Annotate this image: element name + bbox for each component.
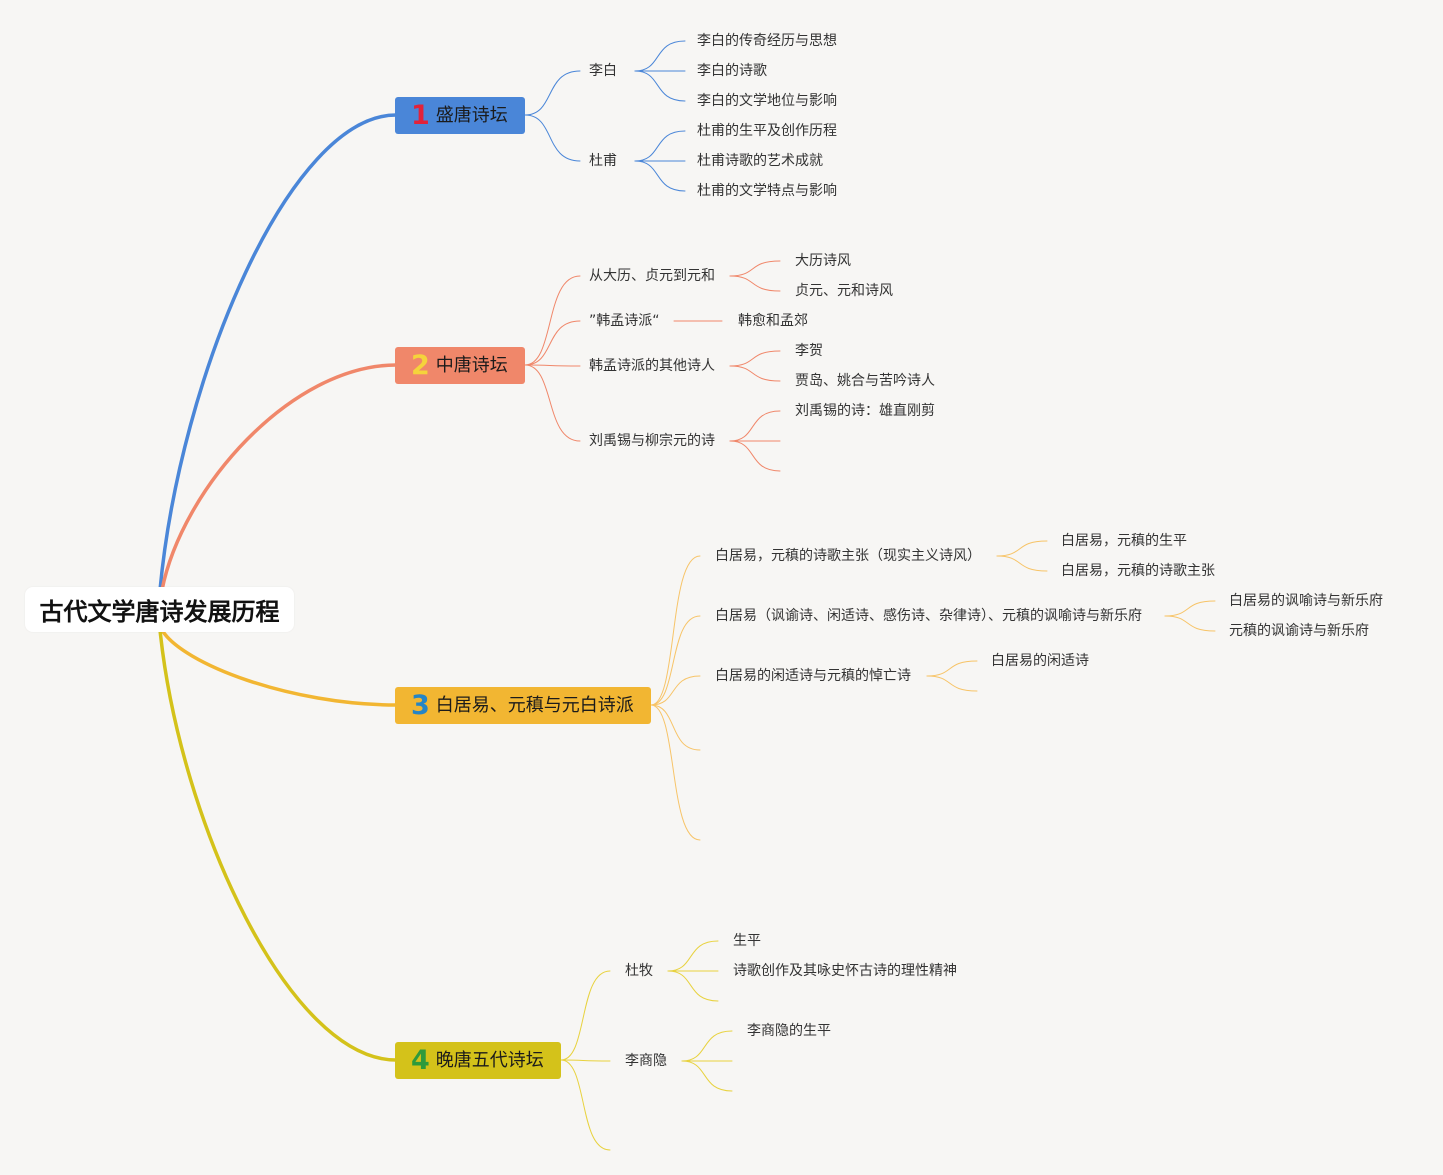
branch-1-number: 1 bbox=[411, 100, 430, 131]
leaf-topic[interactable]: 李白的诗歌 bbox=[697, 63, 767, 79]
root-link-2 bbox=[160, 363, 398, 592]
root-link-4 bbox=[158, 628, 398, 1062]
branch-4-topic[interactable]: 4 晚唐五代诗坛 bbox=[395, 1042, 561, 1079]
subtopic[interactable]: 白居易，元稹的诗歌主张（现实主义诗风） bbox=[715, 548, 981, 564]
branch-4-link bbox=[560, 1059, 611, 1151]
leaf-topic[interactable]: 李白的传奇经历与思想 bbox=[697, 33, 837, 49]
leaf-topic[interactable]: 刘禹锡的诗：雄直刚剪 bbox=[795, 403, 935, 419]
leaf-topic[interactable]: 李商隐的生平 bbox=[747, 1023, 831, 1039]
leaf-topic[interactable]: 贞元、元和诗风 bbox=[795, 283, 893, 299]
leaf-topic[interactable]: 韩愈和孟郊 bbox=[738, 313, 808, 329]
branch-2-link bbox=[524, 364, 581, 367]
sub-link bbox=[667, 940, 719, 972]
leaf-topic[interactable]: 杜甫诗歌的艺术成就 bbox=[697, 153, 823, 169]
branch-1-topic[interactable]: 1 盛唐诗坛 bbox=[395, 97, 525, 134]
branch-2-topic[interactable]: 2 中唐诗坛 bbox=[395, 347, 525, 384]
subtopic-li-bai[interactable]: 李白 bbox=[589, 63, 617, 79]
branch-3-link bbox=[650, 555, 701, 706]
sub-link bbox=[634, 130, 686, 162]
root-link-1 bbox=[158, 113, 398, 592]
leaf-topic[interactable]: 李白的文学地位与影响 bbox=[697, 93, 837, 109]
branch-3-link bbox=[650, 704, 701, 841]
branch-2-number: 2 bbox=[411, 350, 430, 381]
branch-3-label: 白居易、元稹与元白诗派 bbox=[435, 694, 634, 716]
leaf-topic[interactable]: 白居易，元稹的诗歌主张 bbox=[1061, 563, 1215, 579]
subtopic-du-fu[interactable]: 杜甫 bbox=[589, 153, 617, 169]
sub-link bbox=[729, 350, 781, 367]
branch-3-link bbox=[650, 675, 701, 706]
sub-link bbox=[729, 440, 781, 472]
subtopic[interactable]: 刘禹锡与柳宗元的诗 bbox=[589, 433, 715, 449]
leaf-topic[interactable]: 诗歌创作及其咏史怀古诗的理性精神 bbox=[733, 963, 957, 979]
branch-4-link bbox=[560, 1059, 611, 1062]
branch-4-label: 晚唐五代诗坛 bbox=[435, 1049, 544, 1071]
leaf-topic[interactable]: 大历诗风 bbox=[795, 253, 851, 269]
sub-link bbox=[634, 70, 686, 102]
leaf-topic[interactable]: 杜甫的生平及创作历程 bbox=[697, 123, 837, 139]
leaf-topic[interactable]: 元稹的讽谕诗与新乐府 bbox=[1229, 623, 1369, 639]
sub-link bbox=[1164, 615, 1216, 632]
branch-1-link bbox=[524, 70, 581, 116]
branch-3-link bbox=[650, 704, 701, 751]
subtopic[interactable]: 白居易的闲适诗与元稹的悼亡诗 bbox=[715, 668, 911, 684]
sub-link bbox=[729, 410, 781, 442]
root-topic[interactable]: 古代文学唐诗发展历程 bbox=[25, 587, 294, 632]
sub-link bbox=[996, 540, 1048, 557]
leaf-topic[interactable]: 杜甫的文学特点与影响 bbox=[697, 183, 837, 199]
sub-link bbox=[996, 555, 1048, 572]
subtopic[interactable]: 从大历、贞元到元和 bbox=[589, 268, 715, 284]
sub-link bbox=[729, 260, 781, 277]
branch-3-number: 3 bbox=[411, 690, 430, 721]
leaf-topic[interactable]: 白居易的讽喻诗与新乐府 bbox=[1229, 593, 1383, 609]
sub-link bbox=[634, 160, 686, 192]
branch-3-topic[interactable]: 3 白居易、元稹与元白诗派 bbox=[395, 687, 651, 724]
subtopic[interactable]: ”韩孟诗派“ bbox=[589, 313, 660, 329]
sub-link bbox=[729, 275, 781, 292]
sub-link bbox=[681, 1030, 733, 1062]
branch-1-link bbox=[524, 114, 581, 162]
branch-2-link bbox=[524, 320, 581, 366]
branch-1-label: 盛唐诗坛 bbox=[435, 104, 508, 126]
leaf-topic[interactable]: 贾岛、姚合与苦吟诗人 bbox=[795, 373, 935, 389]
subtopic-li-shangyin[interactable]: 李商隐 bbox=[625, 1053, 667, 1069]
leaf-topic[interactable]: 生平 bbox=[733, 933, 761, 949]
branch-2-link bbox=[524, 364, 581, 442]
branch-4-link bbox=[560, 970, 611, 1061]
sub-link bbox=[926, 675, 978, 692]
sub-link bbox=[681, 1060, 733, 1092]
leaf-topic[interactable]: 白居易的闲适诗 bbox=[991, 653, 1089, 669]
sub-link bbox=[729, 365, 781, 382]
sub-link bbox=[634, 40, 686, 72]
subtopic[interactable]: 韩孟诗派的其他诗人 bbox=[589, 358, 715, 374]
branch-4-number: 4 bbox=[411, 1045, 430, 1076]
leaf-topic[interactable]: 李贺 bbox=[795, 343, 823, 359]
sub-link bbox=[926, 660, 978, 677]
subtopic-du-mu[interactable]: 杜牧 bbox=[625, 963, 653, 979]
sub-link bbox=[667, 970, 719, 1002]
branch-2-label: 中唐诗坛 bbox=[435, 354, 508, 376]
subtopic[interactable]: 白居易（讽谕诗、闲适诗、感伤诗、杂律诗）、元稹的讽喻诗与新乐府 bbox=[715, 608, 1142, 624]
sub-link bbox=[1164, 600, 1216, 617]
branch-2-link bbox=[524, 275, 581, 366]
root-link-3 bbox=[160, 628, 398, 707]
leaf-topic[interactable]: 白居易，元稹的生平 bbox=[1061, 533, 1187, 549]
branch-3-link bbox=[650, 615, 701, 706]
